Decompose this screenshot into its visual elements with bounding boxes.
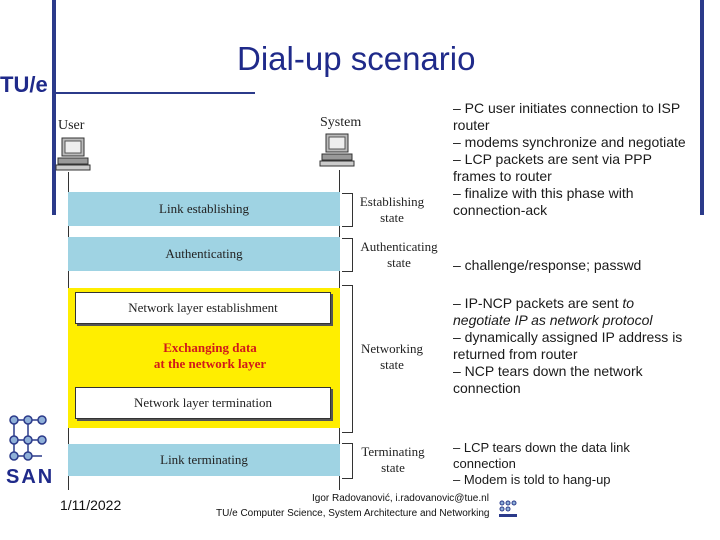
notes-terminating: – LCP tears down the data link connectio… [453, 440, 630, 487]
footer-author: Igor Radovanović, i.radovanovic@tue.nl [312, 493, 489, 504]
notes-establishing: – PC user initiates connection to ISP ro… [453, 100, 686, 218]
notes-networking: – IP-NCP packets are sent to negotiate I… [453, 295, 693, 397]
band-authenticating: Authenticating [68, 237, 340, 271]
state-authenticating: Authenticating state [360, 239, 438, 270]
notes-networking-italic: to negotiate IP as network protocol [453, 295, 653, 328]
footer-department: TU/e Computer Science, System Architectu… [216, 508, 490, 519]
state-establishing: Establishing state [359, 194, 425, 225]
bracket-networking [342, 285, 353, 433]
system-computer-icon [319, 133, 355, 167]
bracket-terminating [342, 443, 353, 479]
notes-networking-line1: – IP-NCP packets are sent [453, 295, 623, 311]
footer-small-logo-icon [499, 500, 517, 517]
box-network-layer-establishment: Network layer establishment [75, 292, 331, 324]
frame-line-right [700, 0, 704, 215]
frame-line-left [52, 0, 56, 215]
band-link-terminating: Link terminating [68, 444, 340, 476]
san-network-logo-icon [9, 415, 47, 461]
tue-logo: TU/e [0, 72, 48, 97]
notes-authenticating: – challenge/response; passwd [453, 257, 642, 273]
bracket-authenticating [342, 238, 353, 272]
system-label: System [320, 115, 362, 130]
box-network-layer-termination: Network layer termination [75, 387, 331, 419]
footer-date: 1/11/2022 [60, 497, 122, 513]
band-link-establishing: Link establishing [68, 192, 340, 226]
notes-networking-rest: – dynamically assigned IP address is ret… [453, 329, 683, 396]
bracket-establishing [342, 193, 353, 227]
user-label: User [58, 118, 85, 133]
san-logo-text: SAN [6, 466, 52, 488]
slide-title: Dial-up scenario [237, 40, 476, 77]
user-computer-icon [55, 137, 91, 171]
header-rule [55, 92, 255, 94]
exchanging-data-label: Exchanging data at the network layer [153, 340, 267, 371]
state-terminating: Terminating state [361, 444, 425, 475]
state-networking: Networking state [360, 341, 424, 372]
